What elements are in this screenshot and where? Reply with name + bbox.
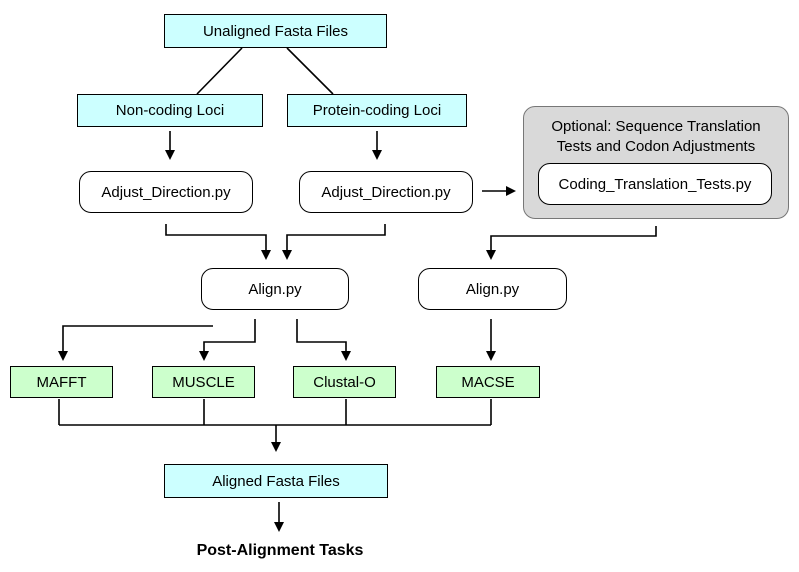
muscle-node: MUSCLE [152, 366, 255, 398]
proteincoding-loci-node: Protein-coding Loci [287, 94, 467, 127]
align-right-node: Align.py [418, 268, 567, 310]
connector-adjust-left-align [165, 224, 271, 260]
unaligned-fasta-node: Unaligned Fasta Files [164, 14, 387, 48]
aligned-fasta-node: Aligned Fasta Files [164, 464, 388, 498]
connector-align-mafft [58, 325, 213, 361]
adjust-direction-left-node: Adjust_Direction.py [79, 171, 253, 213]
connector-optional-align [486, 226, 657, 260]
adjust-direction-right-node: Adjust_Direction.py [299, 171, 473, 213]
post-alignment-tasks-label: Post-Alignment Tasks [196, 542, 364, 559]
clustal-o-node: Clustal-O [293, 366, 396, 398]
align-left-node: Align.py [201, 268, 349, 310]
connector-adjust-right-align [282, 224, 386, 260]
noncoding-loci-node: Non-coding Loci [77, 94, 263, 127]
macse-node: MACSE [436, 366, 540, 398]
optional-panel-title: Optional: Sequence Translation Tests and… [524, 117, 788, 157]
split-line-right [286, 47, 334, 95]
coding-translation-tests-node: Coding_Translation_Tests.py [538, 163, 772, 205]
connector-align-muscle [199, 319, 256, 361]
optional-title-line1: Optional: Sequence Translation [551, 118, 761, 135]
optional-title-line2: Tests and Codon Adjustments [556, 138, 756, 155]
split-line-left [196, 47, 243, 95]
connector-align-clustal [296, 319, 351, 361]
mafft-node: MAFFT [10, 366, 113, 398]
